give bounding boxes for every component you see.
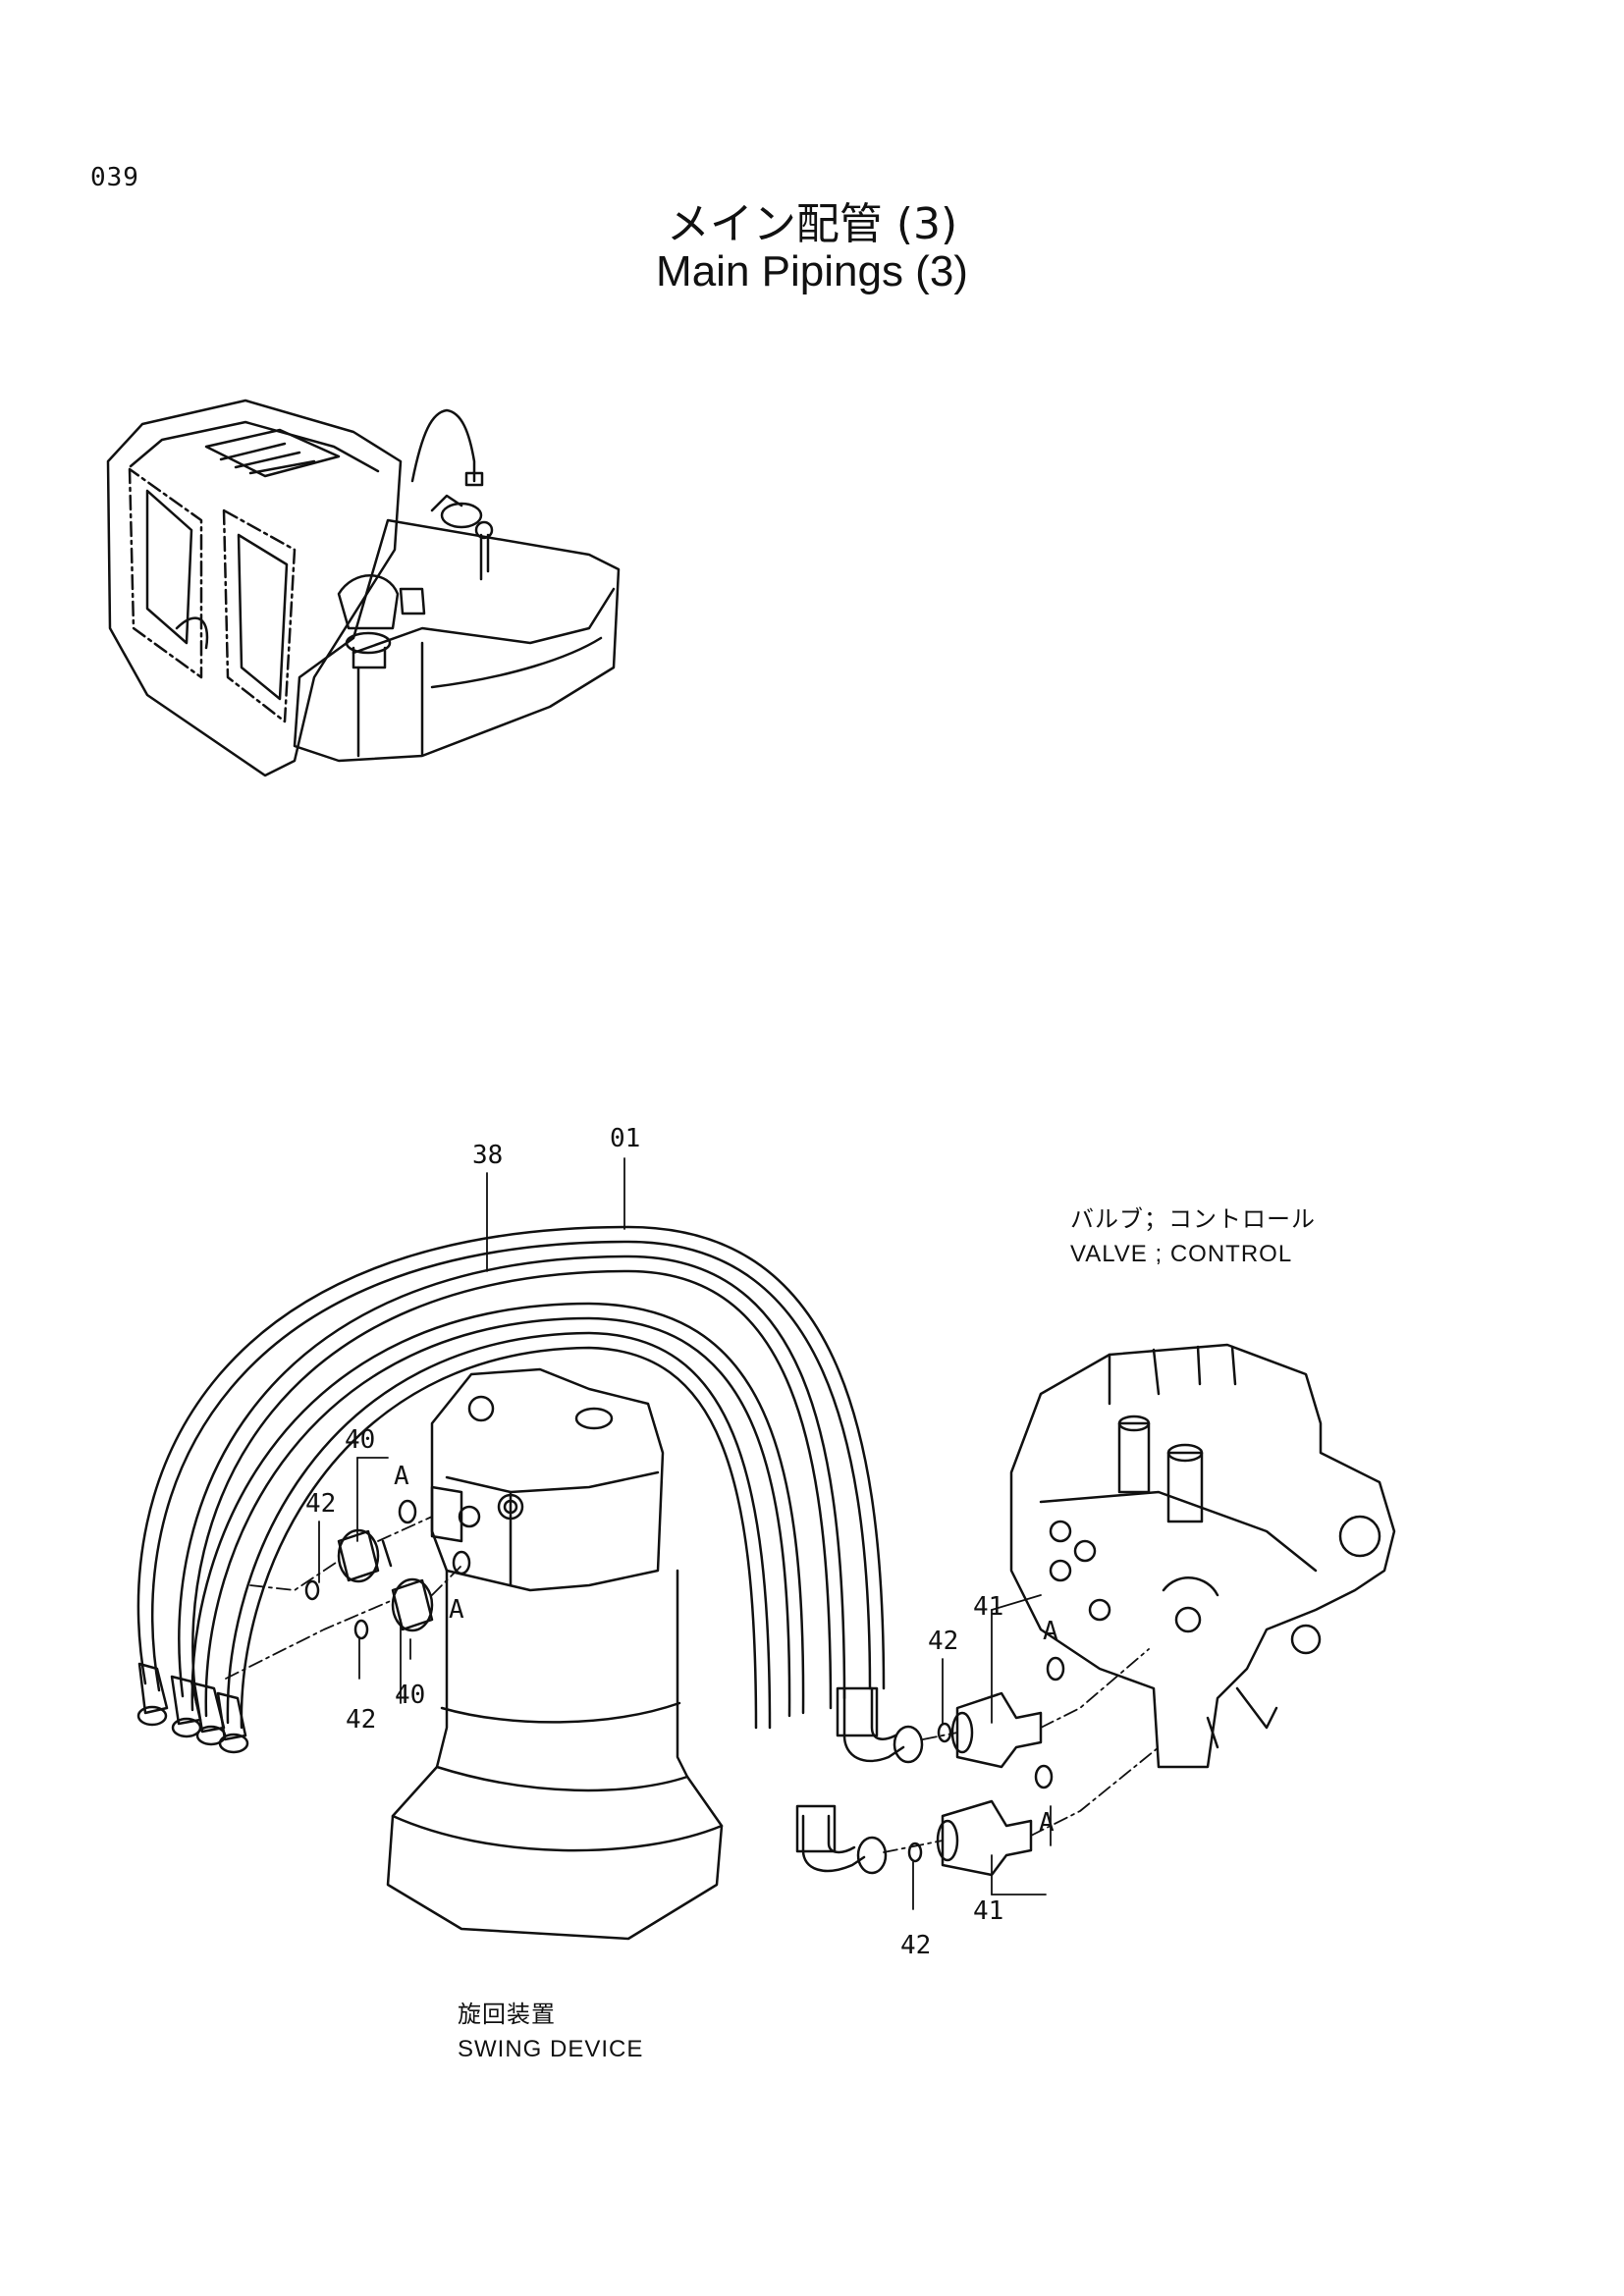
callout-leader-lines <box>318 1157 1052 1910</box>
adapter-40-parts <box>337 1528 434 1632</box>
swing-device-label-jp: 旋回装置 <box>458 2002 556 2028</box>
callout-view-a-1: A <box>394 1462 409 1491</box>
page-title-english: Main Pipings (3) <box>656 247 968 295</box>
page-title-japanese: メイン配管 (3) <box>666 199 958 249</box>
adapter-41-parts <box>936 1691 1043 1877</box>
callout-adapter-41-lower: 41 <box>973 1896 1003 1926</box>
assembly-guide-lines <box>225 1516 1160 1853</box>
callout-oring-42-left-upper: 42 <box>305 1489 336 1519</box>
callout-adapter-40-lower: 40 <box>395 1681 425 1710</box>
excavator-overview-illustration <box>106 399 621 777</box>
callout-hose-38: 38 <box>472 1141 503 1170</box>
callout-oring-42-right-lower: 42 <box>900 1931 931 1960</box>
callout-view-a-2: A <box>449 1595 464 1625</box>
hydraulic-hoses <box>136 1225 886 1730</box>
o-ring-42-parts <box>304 1499 1065 1863</box>
page-number: 039 <box>90 163 139 192</box>
control-valve-label-jp: バルブ；コントロール <box>1070 1206 1316 1233</box>
swing-device-illustration <box>386 1367 724 1941</box>
callout-oring-42-right-upper: 42 <box>928 1627 958 1656</box>
swing-device-label-en: SWING DEVICE <box>458 2036 643 2062</box>
component-captions: バルブ；コントロール VALVE ; CONTROL 旋回装置 SWING DE… <box>458 1206 1316 2062</box>
callout-hose-01: 01 <box>610 1124 640 1153</box>
control-valve-label-en: VALVE ; CONTROL <box>1070 1241 1292 1267</box>
hose-end-fittings-right <box>795 1686 924 1875</box>
hose-end-fittings-left <box>136 1662 249 1754</box>
callout-labels: 38 01 40 A 42 A 40 42 41 A 42 A 41 42 <box>305 1124 1058 1960</box>
callout-adapter-40-upper: 40 <box>345 1425 375 1455</box>
control-valve-illustration <box>1009 1343 1396 1769</box>
callout-view-a-4: A <box>1039 1808 1055 1838</box>
callout-adapter-41-upper: 41 <box>973 1592 1003 1622</box>
callout-view-a-3: A <box>1043 1617 1058 1646</box>
callout-oring-42-left-lower: 42 <box>346 1705 376 1735</box>
